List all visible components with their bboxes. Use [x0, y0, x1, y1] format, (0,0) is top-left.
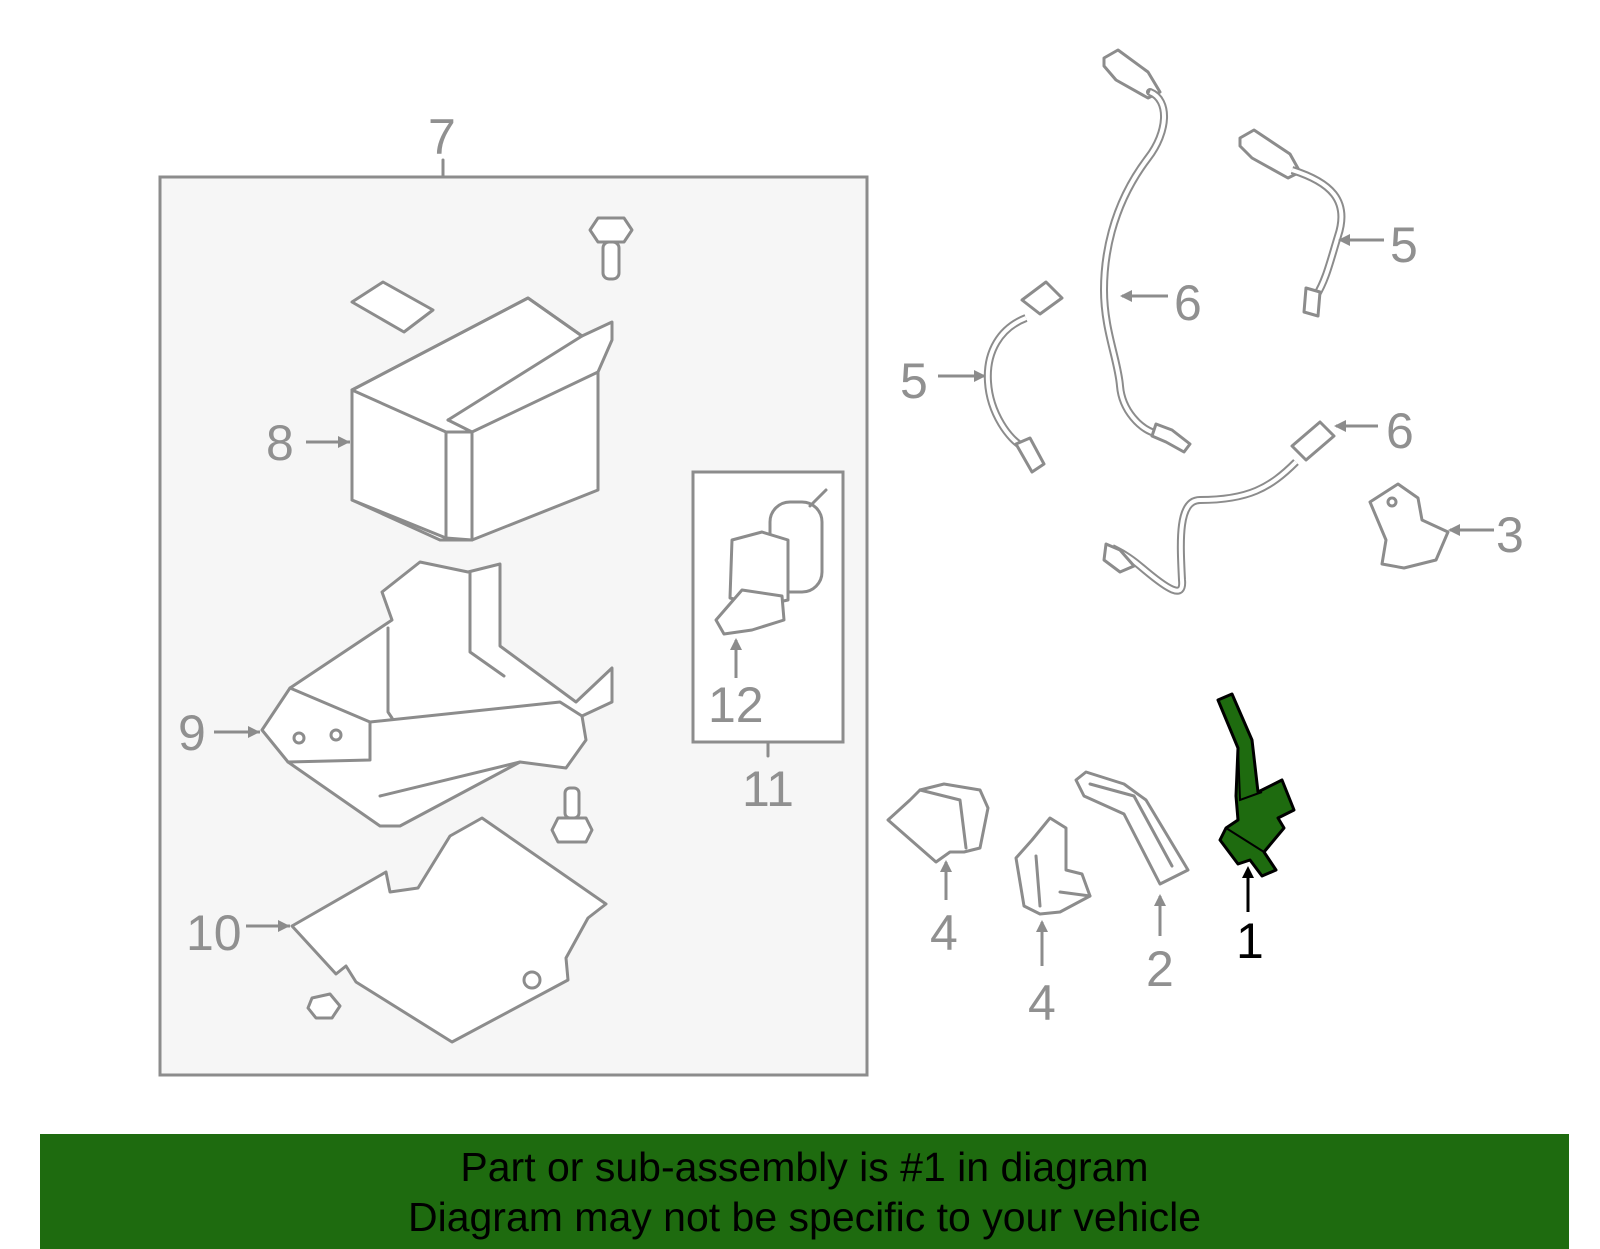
callout-2[interactable]: 2: [1146, 941, 1174, 997]
callout-5-lower[interactable]: 5: [900, 353, 928, 409]
highlighted-part-1[interactable]: [1216, 692, 1296, 878]
bracket-part-4-right: [1014, 816, 1092, 916]
callout-5-upper[interactable]: 5: [1390, 217, 1418, 273]
bolt-middle: [550, 786, 594, 844]
banner-line-2: Diagram may not be specific to your vehi…: [407, 1194, 1201, 1240]
callout-8[interactable]: 8: [266, 415, 294, 471]
sensor-part-6-lower: [1102, 420, 1336, 595]
bracket-part-2: [1074, 770, 1190, 886]
sensor-part-5-upper: [1238, 128, 1346, 318]
banner-line-1: Part or sub-assembly is #1 in diagram: [460, 1144, 1149, 1190]
info-banner: Part or sub-assembly is #1 in diagram Di…: [40, 1134, 1569, 1249]
callout-9[interactable]: 9: [178, 705, 206, 761]
callout-10[interactable]: 10: [186, 905, 242, 961]
bolt-top: [588, 216, 634, 281]
tray-bracket-part-9: [260, 560, 614, 828]
callout-6-upper[interactable]: 6: [1174, 275, 1202, 331]
callout-11[interactable]: 11: [742, 761, 794, 817]
nut-bottom: [306, 992, 342, 1020]
gasket-plate: [350, 280, 435, 334]
sensor-part-6-upper: [1100, 48, 1192, 454]
callout-4-right[interactable]: 4: [1028, 975, 1056, 1031]
bracket-part-4-left: [886, 782, 990, 864]
callout-3[interactable]: 3: [1496, 507, 1524, 563]
under-cover-part-10: [290, 816, 608, 1044]
valve-part-12: [714, 488, 828, 636]
callout-6-lower[interactable]: 6: [1386, 403, 1414, 459]
callout-12[interactable]: 12: [708, 677, 764, 733]
canister-part-8: [350, 296, 614, 542]
callout-4-left[interactable]: 4: [930, 905, 958, 961]
sensor-part-5-lower: [983, 280, 1064, 474]
bracket-part-3: [1368, 482, 1450, 570]
callout-1[interactable]: 1: [1236, 913, 1264, 969]
callout-7[interactable]: 7: [428, 109, 456, 165]
